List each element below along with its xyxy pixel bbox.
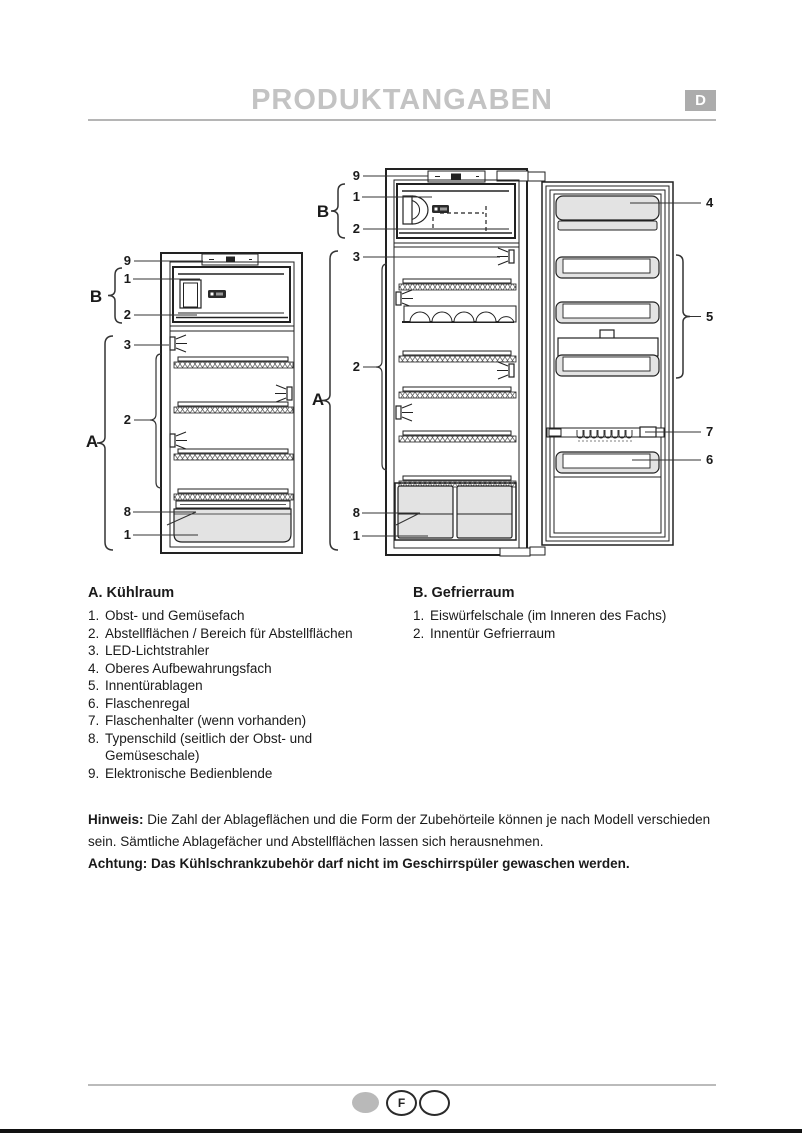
zone-label-b: B	[90, 287, 102, 306]
callout-lines	[630, 202, 701, 461]
compartment-divider	[394, 242, 519, 248]
callout-label-3: 3	[353, 249, 360, 264]
language-badge: D	[685, 90, 716, 111]
fridge-small-diagram: 9 1 B 2 3 2 A 8 1	[86, 252, 303, 554]
callout-label-9: 9	[124, 253, 131, 268]
legend-b-heading: B. Gefrierraum	[413, 585, 515, 601]
achtung-paragraph: Achtung: Das Kühlschrankzubehör darf nic…	[88, 856, 630, 871]
callout-labels: 4 5 7 6	[706, 195, 714, 467]
door-tray-with-lid	[555, 329, 660, 377]
door-hinge-bottom	[529, 546, 546, 556]
shelves	[398, 278, 517, 488]
liner-outline	[169, 261, 295, 548]
legend-item: 1.Obst- und Gemüsefach	[88, 608, 245, 623]
liner-outline	[393, 179, 520, 549]
crisper-drawer	[173, 500, 292, 543]
legend-item: 8.Typenschild (seitlich der Obst- und Ge…	[88, 730, 313, 764]
braces	[96, 267, 162, 551]
callout-lines	[133, 260, 203, 536]
callout-label-7: 7	[706, 424, 713, 439]
legend-item: 6.Flaschenregal	[88, 695, 190, 711]
callout-label-2-shelves: 2	[353, 359, 360, 374]
door-panel-diagram: 4 5 7 6	[527, 171, 714, 556]
callout-label-4: 4	[706, 195, 714, 210]
callout-labels: 9 1 B 2 3 2 A 8 1	[312, 168, 360, 543]
callout-label-1-bottom: 1	[353, 528, 360, 543]
zone-label-a: A	[312, 390, 324, 409]
zone-a-brace	[321, 250, 339, 551]
callout-label-3: 3	[124, 337, 131, 352]
legend-item: 2.Innentür Gefrierraum	[413, 625, 556, 641]
hinweis-paragraph: Hinweis: Die Zahl der Ablageflächen und …	[88, 809, 736, 853]
ice-cube-tray-icon	[179, 279, 202, 309]
notes-block: Hinweis: Die Zahl der Ablageflächen und …	[88, 809, 736, 875]
page-title: PRODUKTANGABEN	[251, 84, 553, 116]
shelves-brace	[149, 353, 162, 489]
legend-item: 2.Abstellflächen / Bereich für Abstellfl…	[88, 625, 353, 641]
braces	[321, 183, 388, 551]
temperature-display-icon	[208, 290, 226, 298]
zone-label-a: A	[86, 432, 98, 451]
zone-label-b: B	[317, 202, 329, 221]
legend-item: 9.Elektronische Bedienblende	[88, 765, 273, 781]
legend-a-heading: A. Kühlraum	[88, 585, 175, 601]
callout-label-1: 1	[353, 189, 360, 204]
page-marker-f: F	[386, 1090, 417, 1116]
hinweis-text: Die Zahl der Ablageflächen und die Form …	[88, 812, 711, 849]
product-diagram: 9 1 B 2 3 2 A 8 1	[86, 168, 714, 557]
legend-item: 3.LED-Lichtstrahler	[88, 643, 210, 658]
page-bottom-bar	[0, 1129, 802, 1133]
fridge-tall-diagram: 9 1 B 2 3 2 A 8 1	[312, 168, 531, 557]
shelves	[173, 356, 294, 501]
bottle-rack-shelf	[402, 305, 517, 323]
callout-label-1-bottom: 1	[124, 527, 131, 542]
legend-item: 4.Oberes Aufbewahrungsfach	[88, 660, 272, 676]
hinweis-label: Hinweis:	[88, 812, 144, 827]
bottle-rack	[555, 451, 660, 474]
hinge-bottom	[499, 547, 531, 557]
freezer-compartment	[172, 266, 291, 323]
callout-label-9: 9	[353, 168, 360, 183]
callout-label-1: 1	[124, 271, 131, 286]
title-divider	[88, 119, 716, 121]
callout-lines	[362, 175, 500, 537]
page-marker-empty	[419, 1090, 450, 1116]
door-tray	[555, 256, 660, 279]
callout-labels: 9 1 B 2 3 2 A 8 1	[86, 253, 131, 542]
zone-b-brace	[330, 183, 346, 239]
upper-storage-compartment	[555, 195, 660, 231]
door-tray	[555, 301, 660, 324]
door-hinge-top	[527, 171, 546, 182]
shelves-brace	[375, 263, 388, 471]
control-panel	[201, 253, 259, 266]
freezer-compartment	[396, 183, 516, 239]
callout-label-5: 5	[706, 309, 713, 324]
zone-a-brace	[96, 335, 114, 551]
callout-label-2-shelves: 2	[124, 412, 131, 427]
legend-item: 7.Flaschenhalter (wenn vorhanden)	[88, 713, 307, 728]
inner-door-dashed-outline	[432, 206, 487, 231]
temperature-display-icon	[432, 205, 449, 213]
callout-label-8: 8	[353, 505, 360, 520]
page-marker-filled	[352, 1092, 379, 1113]
zone-b-brace	[107, 267, 123, 324]
footer-divider	[88, 1084, 716, 1086]
callout-label-2: 2	[353, 221, 360, 236]
callout-label-6: 6	[706, 452, 713, 467]
callout-label-8: 8	[124, 504, 131, 519]
callout-label-2: 2	[124, 307, 131, 322]
legend-item: 5.Innentürablagen	[88, 678, 203, 693]
crisper-drawers	[394, 482, 517, 541]
door-trays-brace	[675, 254, 691, 379]
compartment-divider	[170, 325, 294, 332]
legend-gefrierraum: B. Gefrierraum 1.Eiswürfelschale (im Inn…	[413, 584, 723, 642]
legend-kuehlraum: A. Kühlraum 1.Obst- und Gemüsefach 2.Abs…	[88, 584, 410, 782]
legend-item: 1.Eiswürfelschale (im Inneren des Fachs)	[413, 608, 667, 623]
